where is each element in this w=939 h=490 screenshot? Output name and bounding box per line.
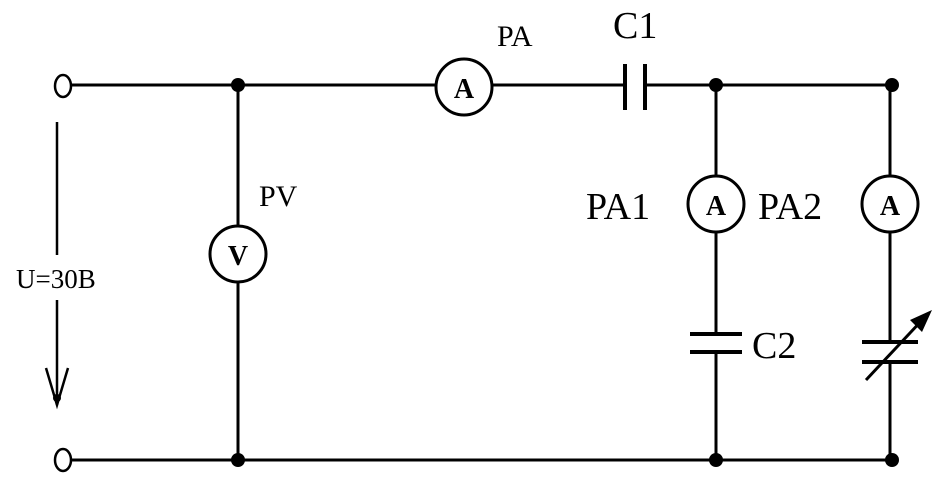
capacitor-c1 xyxy=(623,64,647,110)
branch-1: A xyxy=(686,85,746,460)
ammeter-pa-label: PA xyxy=(497,20,533,53)
ammeter-pa1 xyxy=(686,174,746,234)
input-terminal-bottom xyxy=(53,447,73,473)
voltmeter-branch: V xyxy=(208,85,268,460)
capacitor-c2-label: C2 xyxy=(752,325,796,367)
variable-capacitor xyxy=(862,310,932,382)
variable-capacitor-arrow-icon xyxy=(910,310,932,332)
ammeter-pa-symbol: A xyxy=(454,74,475,105)
junction-dots xyxy=(231,78,899,467)
capacitor-c2 xyxy=(690,332,742,354)
ammeter-pa2-symbol: A xyxy=(880,191,901,222)
branch-2: A xyxy=(860,85,932,460)
input-terminal-top xyxy=(53,73,73,99)
ammeter-pa2-label: PA2 xyxy=(758,186,822,228)
source-voltage-label: U=30B xyxy=(16,264,96,294)
capacitor-c1-label: C1 xyxy=(613,5,657,47)
ammeter-pa2 xyxy=(860,174,920,234)
voltmeter-pv xyxy=(208,224,268,284)
ammeter-pa: A xyxy=(434,57,494,117)
ammeter-pa1-symbol: A xyxy=(706,191,727,222)
voltmeter-symbol: V xyxy=(228,241,248,272)
ammeter-pa1-label: PA1 xyxy=(586,186,650,228)
voltage-arrow xyxy=(44,122,70,410)
voltmeter-label: PV xyxy=(259,180,298,213)
